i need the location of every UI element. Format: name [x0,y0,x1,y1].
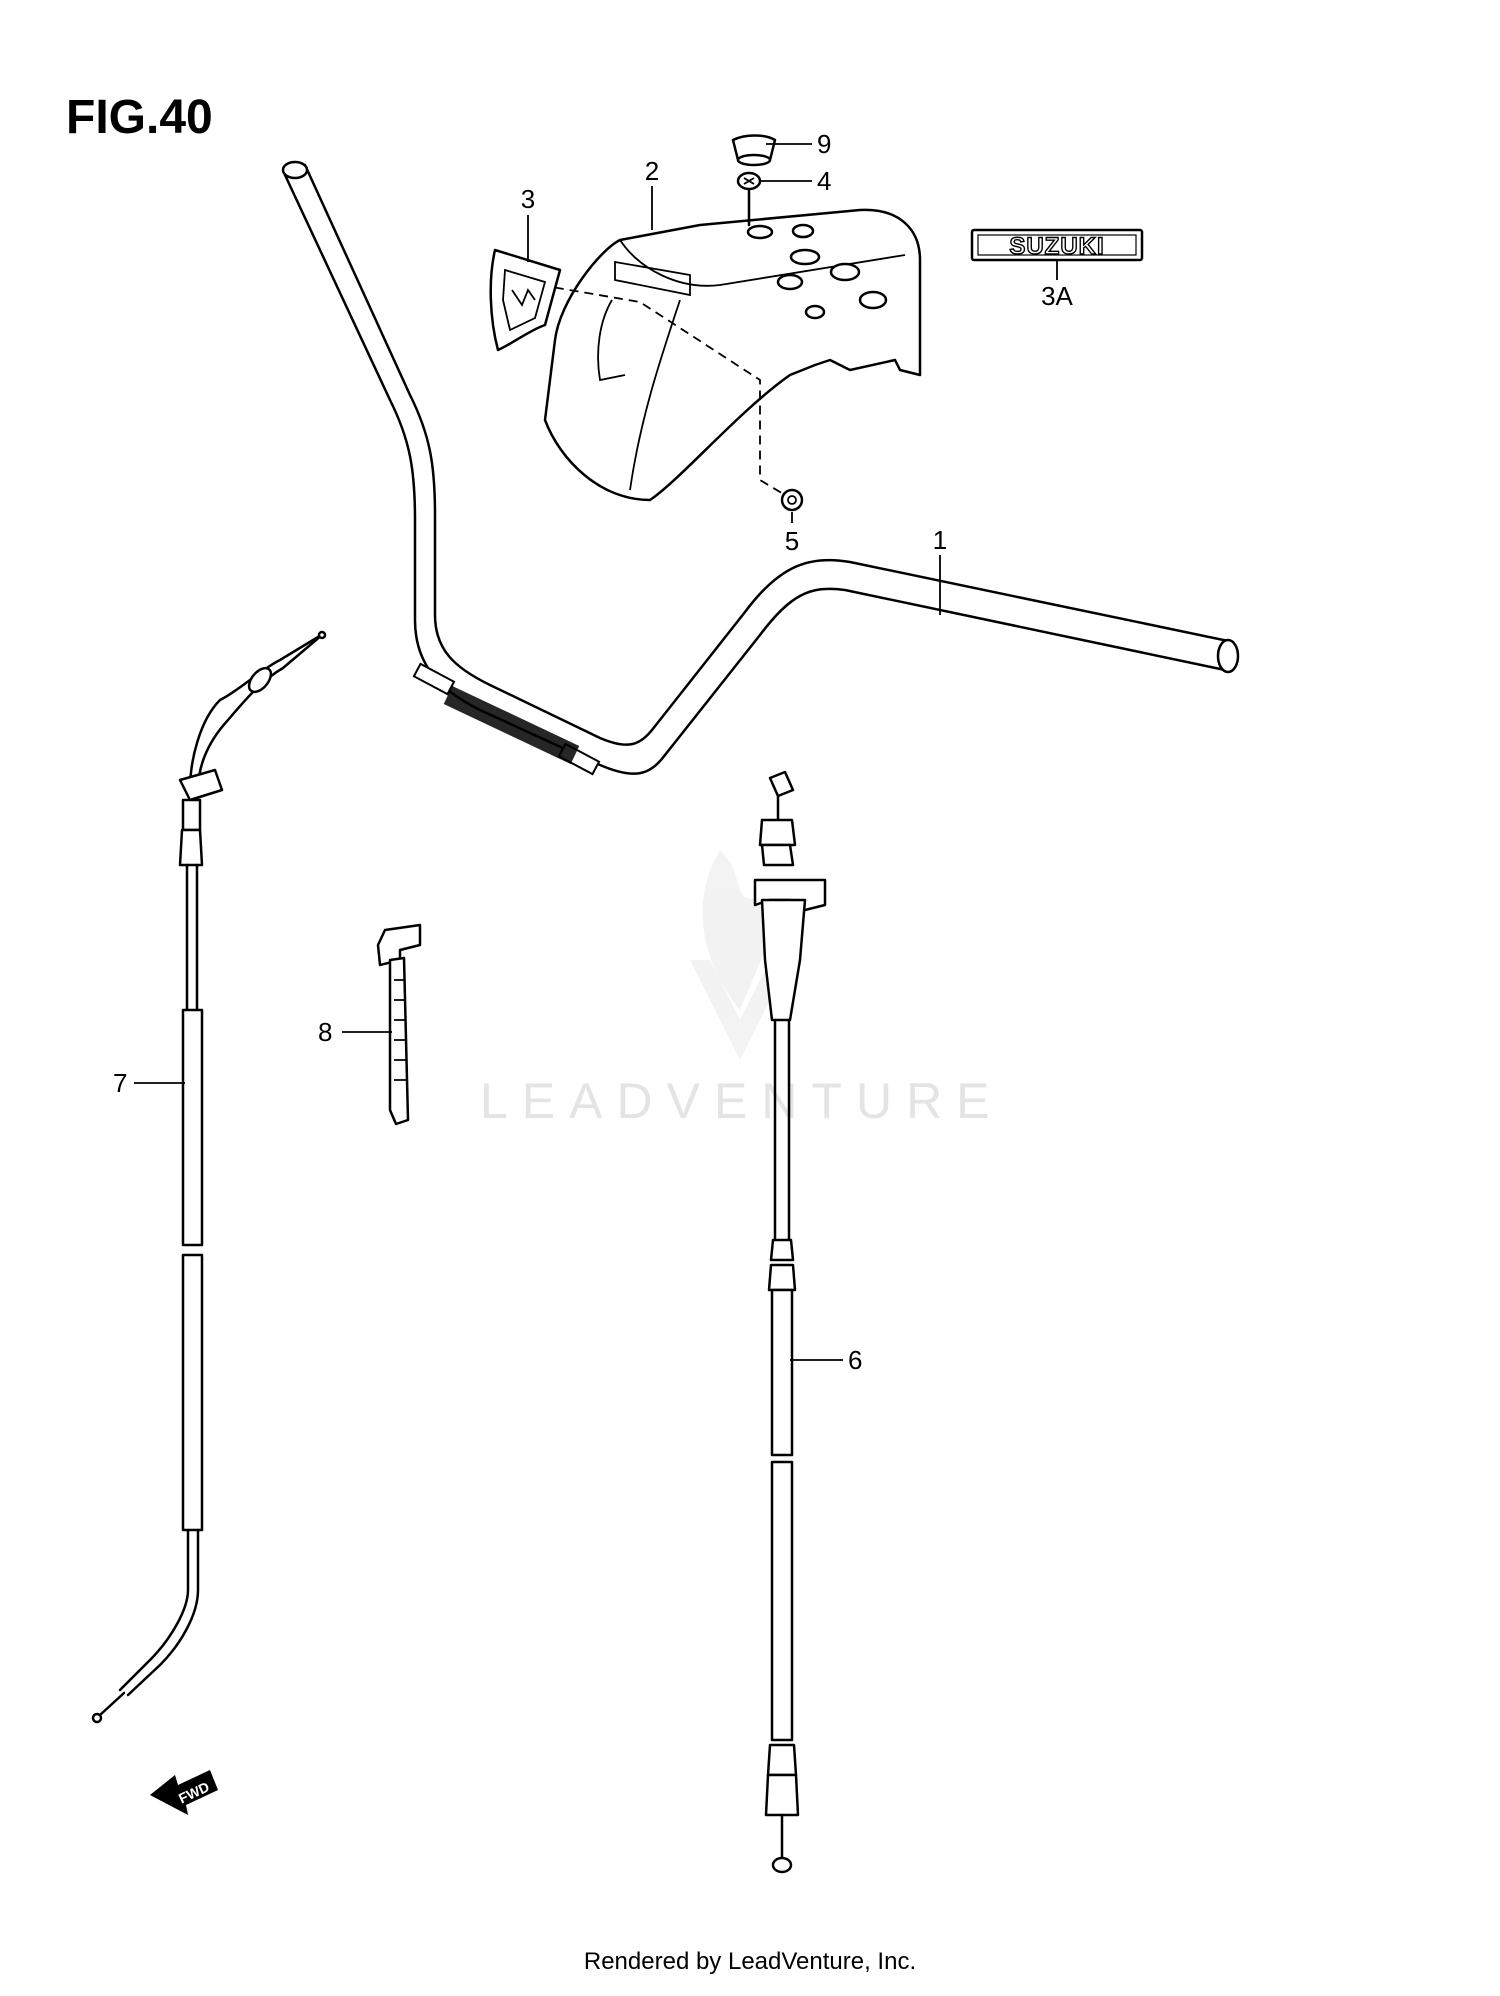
callout-2: 2 [645,156,659,186]
callout-7: 7 [113,1068,127,1098]
cover-emblem[interactable] [489,248,562,352]
cover-screw[interactable] [736,171,762,227]
cable-clamp-band[interactable] [376,923,422,1126]
figure-title: FIG.40 [66,91,213,144]
handlebar[interactable] [281,160,1240,776]
forward-arrow-label: FWD [176,1778,212,1806]
suzuki-emblem-text: SUZUKI [1009,233,1104,260]
callout-3: 3 [521,184,535,214]
callout-4: 4 [817,166,831,196]
footer-credit: Rendered by LeadVenture, Inc. [583,1948,917,1975]
callout-6: 6 [848,1345,862,1375]
callout-5: 5 [785,526,799,556]
callout-3a: 3A [1041,281,1073,311]
cover-nut[interactable] [780,488,804,512]
throttle-cable[interactable] [91,630,327,1724]
suzuki-emblem[interactable]: SUZUKI [970,228,1144,262]
watermark-logo [690,850,790,1060]
callout-9: 9 [817,129,831,159]
cover-cap[interactable] [731,134,777,167]
forward-arrow: FWD [150,1770,218,1815]
handlebar-cover[interactable] [543,208,922,502]
callout-1: 1 [933,525,947,555]
watermark-text: LEADVENTURE [480,1073,1004,1129]
callout-8: 8 [318,1017,332,1047]
assembly-leader-dashed [539,284,786,496]
choke-cable[interactable] [753,770,827,1874]
callout-leaders [134,143,1058,1361]
